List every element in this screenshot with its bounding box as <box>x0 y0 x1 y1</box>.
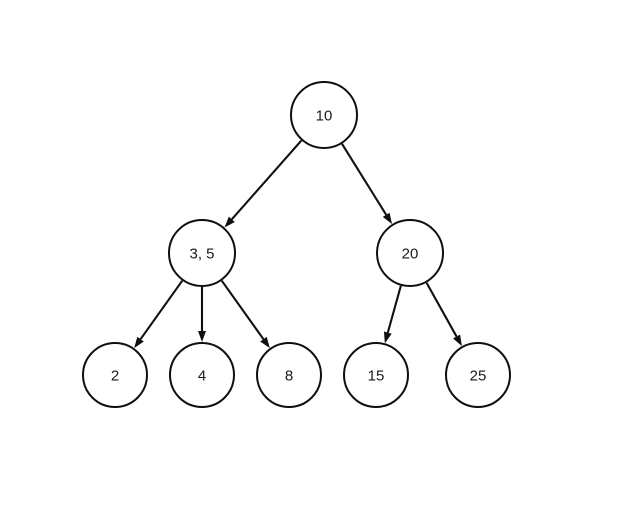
tree-node[interactable]: 4 <box>169 342 235 408</box>
node-circle[interactable] <box>168 219 236 287</box>
node-circle[interactable] <box>376 219 444 287</box>
edge-line <box>341 143 388 216</box>
tree-node[interactable]: 10 <box>290 81 358 149</box>
arrowhead-icon <box>453 334 462 347</box>
tree-node[interactable]: 3, 5 <box>168 219 236 287</box>
nodes-layer: 10 3, 5 20 2 4 8 15 25 <box>82 81 511 408</box>
edge-line <box>231 139 303 220</box>
edge-line <box>139 280 184 340</box>
edges-layer <box>134 139 462 349</box>
node-circle[interactable] <box>445 342 511 408</box>
edge-line <box>220 280 265 340</box>
arrowhead-icon <box>382 212 393 225</box>
arrowhead-icon <box>134 336 144 349</box>
node-circle[interactable] <box>343 342 409 408</box>
arrowhead-icon <box>383 331 392 344</box>
tree-node[interactable]: 20 <box>376 219 444 287</box>
edge-line <box>386 285 402 333</box>
node-label: 25 <box>470 368 487 385</box>
node-circle[interactable] <box>290 81 358 149</box>
node-label: 15 <box>368 368 385 385</box>
arrowhead-icon <box>260 336 270 349</box>
tree-edge <box>383 285 402 344</box>
arrowhead-icon <box>224 216 235 228</box>
node-label: 10 <box>316 108 333 125</box>
node-circle[interactable] <box>256 342 322 408</box>
tree-node[interactable]: 8 <box>256 342 322 408</box>
edge-line <box>425 282 458 338</box>
tree-edge <box>220 280 270 349</box>
tree-edge <box>341 143 393 225</box>
node-circle[interactable] <box>82 342 148 408</box>
node-label: 20 <box>402 246 419 263</box>
tree-edge <box>425 282 462 347</box>
tree-node[interactable]: 2 <box>82 342 148 408</box>
tree-edge <box>198 287 206 342</box>
node-label: 8 <box>285 368 293 385</box>
node-label: 2 <box>111 368 119 385</box>
tree-node[interactable]: 15 <box>343 342 409 408</box>
node-label: 4 <box>198 368 206 385</box>
tree-node[interactable]: 25 <box>445 342 511 408</box>
tree-edge <box>134 280 184 349</box>
node-label: 3, 5 <box>189 246 214 263</box>
node-circle[interactable] <box>169 342 235 408</box>
tree-edge <box>224 139 303 228</box>
arrowhead-icon <box>198 331 206 342</box>
